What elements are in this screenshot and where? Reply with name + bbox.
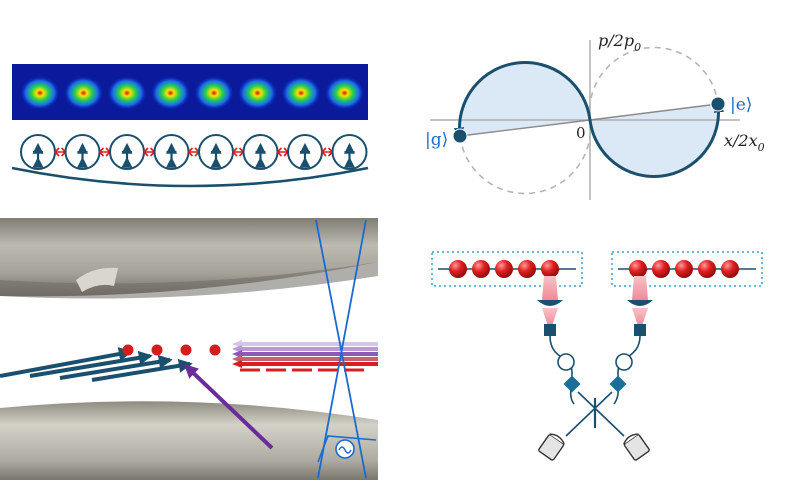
node-a-frame xyxy=(431,251,583,287)
raman-beam-arrow xyxy=(29,350,153,378)
fiber-b xyxy=(613,335,641,405)
trapped-ion xyxy=(122,344,134,356)
coupling-arrow xyxy=(320,147,334,157)
ion-fluorescence-spot xyxy=(324,76,365,110)
lower-electrode xyxy=(0,401,378,480)
imaging-beam-a xyxy=(315,219,367,479)
beam-stripe-head xyxy=(232,360,242,368)
ion-fluorescence-spot xyxy=(150,76,191,110)
polarizer-b xyxy=(609,375,627,393)
collection-beam-b xyxy=(632,276,648,300)
fiber-a xyxy=(549,335,575,405)
trapped-ion xyxy=(180,344,192,356)
coupling-arrow xyxy=(53,147,67,157)
g-radius-line xyxy=(459,119,591,137)
fiber-coupler-b xyxy=(634,324,646,336)
right-lobe-fill xyxy=(590,104,719,177)
network-ion xyxy=(652,260,670,278)
collection-beam-a xyxy=(542,276,558,300)
beam-stripe xyxy=(240,357,378,361)
network-ion xyxy=(698,260,716,278)
phase-space-panel: p/2p0 x/2x0 0 |g⟩ |e⟩ xyxy=(425,31,765,200)
coupled-ions-cartoon xyxy=(20,134,368,170)
trap-schematic-panel xyxy=(0,218,378,480)
focused-beam-b xyxy=(632,308,648,326)
ac-source-icon xyxy=(338,446,352,454)
lens-b xyxy=(627,300,653,306)
detector-b xyxy=(623,433,650,461)
raman-beam-arrow xyxy=(59,354,173,380)
network-ion xyxy=(518,260,536,278)
imaging-beam-b xyxy=(317,219,367,479)
left-lobe-fill xyxy=(459,62,590,136)
trapped-ion xyxy=(209,344,221,356)
lens-a xyxy=(537,300,563,306)
ion-fluorescence-spot xyxy=(237,76,278,110)
ion-fluorescence-spots xyxy=(20,76,365,110)
trajectory-right-arc xyxy=(588,101,725,178)
raman-beam-arrow xyxy=(0,347,133,378)
dashed-circle-left-bottom xyxy=(459,119,592,195)
network-ion xyxy=(495,260,513,278)
fiber-loop-b xyxy=(615,353,633,371)
wire-loop xyxy=(317,435,377,463)
trajectory-left-arc xyxy=(453,61,592,139)
network-ion xyxy=(721,260,739,278)
network-ion xyxy=(449,260,467,278)
x-axis-label: x/2x0 xyxy=(724,131,765,154)
state-e-marker xyxy=(710,96,726,112)
fiber-loop-a xyxy=(557,353,575,371)
polarizer-a xyxy=(563,375,581,393)
node-b-frame xyxy=(611,251,763,287)
state-g-label: |g⟩ xyxy=(425,130,448,150)
detector-a xyxy=(538,433,565,461)
beam-stripe xyxy=(240,347,378,351)
focused-beam-a xyxy=(542,308,558,326)
fiber-coupler-a xyxy=(544,324,556,336)
ion-fluorescence-spot xyxy=(20,76,60,110)
ion-chain-image-panel xyxy=(12,64,368,120)
e-radius-line xyxy=(589,103,719,121)
counter-propagating-beams xyxy=(232,340,378,372)
ion-fluorescence-spot xyxy=(63,76,104,110)
path-b-to-bs xyxy=(565,391,613,437)
coupling-arrow xyxy=(231,147,245,157)
coupling-arrow xyxy=(276,147,290,157)
coupling-arrow xyxy=(142,147,156,157)
y-axis-label: p/2p0 xyxy=(598,31,641,54)
ion-fluorescence-spot xyxy=(194,76,234,110)
state-e-label: |e⟩ xyxy=(730,95,752,115)
raman-beam-arrow xyxy=(91,358,193,382)
network-ions xyxy=(449,260,739,278)
network-panel xyxy=(431,251,763,461)
network-ion xyxy=(675,260,693,278)
purple-laser-beam xyxy=(183,364,274,450)
trapped-ions xyxy=(122,344,221,356)
coupling-arrow xyxy=(187,147,201,157)
upper-electrode-shadow xyxy=(0,262,378,299)
trapped-ion xyxy=(151,344,163,356)
beam-stripe xyxy=(240,362,378,366)
beam-stripe xyxy=(240,342,378,346)
network-ion xyxy=(541,260,559,278)
trap-potential-curve xyxy=(11,166,369,188)
coupling-arrow xyxy=(98,147,112,157)
raman-beam-arrows xyxy=(0,347,193,382)
network-ion xyxy=(629,260,647,278)
dashed-circle-right-top xyxy=(588,46,719,121)
beam-stripe xyxy=(240,352,378,356)
ion-fluorescence-spot xyxy=(281,76,321,110)
path-a-to-bs xyxy=(577,391,625,437)
electrode-notch xyxy=(76,267,118,292)
origin-label: 0 xyxy=(576,124,586,142)
state-g-marker xyxy=(452,128,468,144)
network-ion xyxy=(472,260,490,278)
ion-fluorescence-spot xyxy=(107,76,147,110)
